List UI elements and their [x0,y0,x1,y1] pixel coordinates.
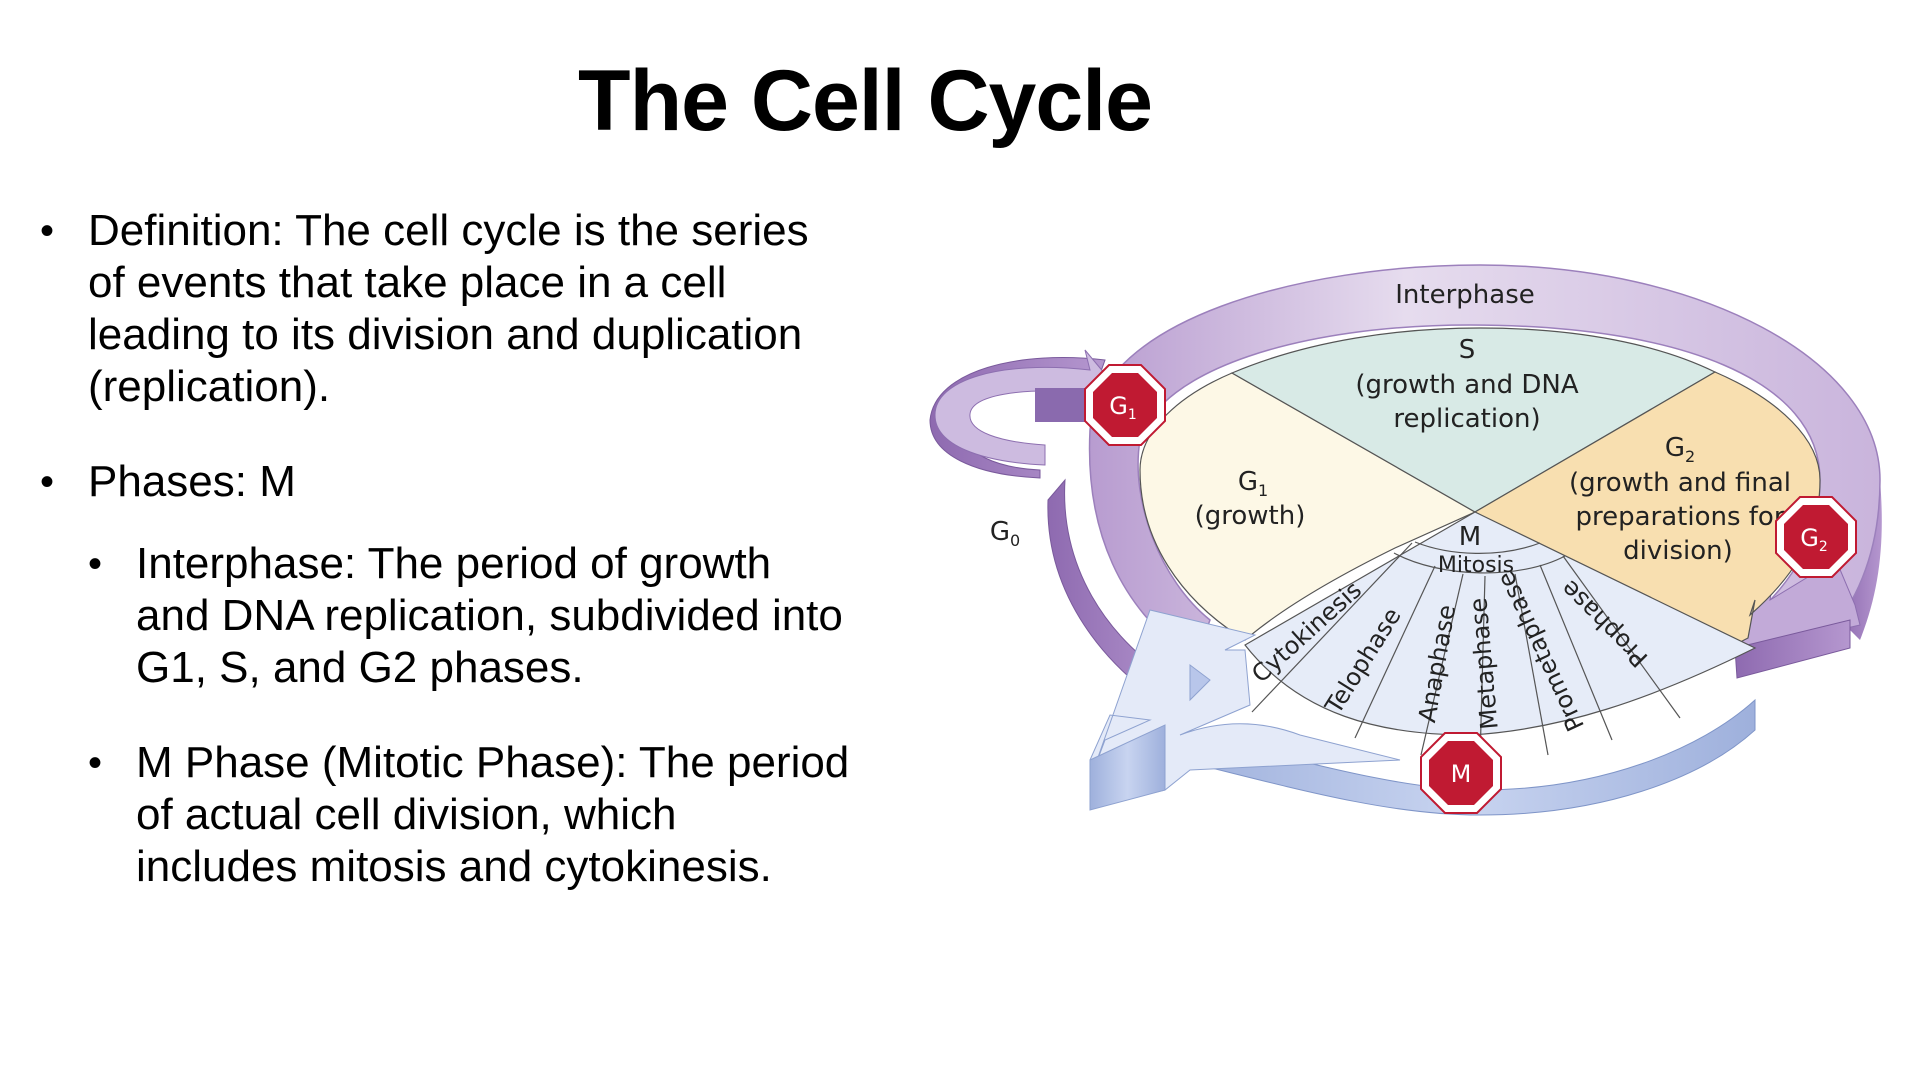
g1-letter: G [1238,467,1258,497]
g0-label: G0 [990,517,1020,550]
checkpoint-m: M [1420,732,1502,814]
bullet-line: includes mitosis and cytokinesis. [136,842,772,891]
bullet-line: leading to its division and duplication [88,310,803,359]
bullet-line: G1, S, and G2 phases. [136,643,584,692]
sub-bullet-m-phase: • M Phase (Mitotic Phase): The period of… [36,737,936,893]
g2-letter: G [1665,433,1685,463]
bullet-line: (replication). [88,362,331,411]
checkpoint-g2: G2 [1775,496,1857,578]
sector-s-desc-line: (growth and DNA [1355,370,1579,400]
mitosis-stage-dividers [1251,542,1681,761]
sector-g2-desc-line: division) [1623,536,1733,566]
bullet-phases: • Phases: M [36,456,936,508]
bullet-dot: • [88,542,103,586]
checkpoint-g1-letter: G [1109,392,1128,420]
bullet-dot: • [88,741,103,785]
g2-subscript: 2 [1685,447,1695,466]
g2-ring-arrowhead [1734,559,1861,679]
checkpoint-g1-sub: 1 [1128,407,1137,423]
checkpoint-m-label: M [1451,760,1472,788]
mitosis-label: Mitosis [1438,553,1514,578]
sector-g2-desc-line: preparations for [1575,502,1784,532]
bullet-line: of actual cell division, which [136,790,677,839]
bullet-line: Phases: M [88,457,296,506]
sub-bullet-interphase: • Interphase: The period of growth and D… [36,538,936,694]
m-phase-band-side [1174,698,1756,816]
checkpoint-g1: G1 [1084,364,1166,446]
bullet-definition: • Definition: The cell cycle is the seri… [36,205,936,413]
sector-m-name: M [1459,522,1481,552]
g0-subscript: 0 [1010,531,1020,550]
g0-letter: G [990,517,1010,547]
bullet-line: Interphase: The period of growth [136,539,772,588]
slide-title: The Cell Cycle [578,53,1153,149]
bullet-line: M Phase (Mitotic Phase): The period [136,738,850,787]
g1-subscript: 1 [1258,481,1268,500]
checkpoint-g2-letter: G [1800,524,1819,552]
mitosis-inner-arc [1414,541,1541,554]
mitosis-outer-arc [1393,552,1566,574]
bullet-dot: • [40,209,55,253]
sector-s [1230,327,1717,513]
phase-sectors [1139,327,1821,736]
division-exit-arrow [1089,609,1401,811]
sector-s-name: S [1459,335,1476,365]
bullet-line: Definition: The cell cycle is the series [88,206,809,255]
sector-g1-desc: (growth) [1195,501,1306,531]
bullet-line: of events that take place in a cell [88,258,727,307]
checkpoint-g2-label: G2 [1800,524,1828,555]
checkpoint-g2-sub: 2 [1819,539,1828,555]
sector-g2-desc-line: (growth and final [1569,468,1791,498]
sector-g2-name: G2 [1665,433,1695,466]
g0-loop-arrow [929,349,1111,479]
bullet-list: • Definition: The cell cycle is the seri… [36,205,936,893]
sector-g1-name: G1 [1238,467,1268,500]
ring-label-interphase: Interphase [1395,280,1534,310]
bullet-dot: • [40,460,55,504]
sector-s-desc-line: replication) [1393,404,1540,434]
bullet-line: and DNA replication, subdivided into [136,591,843,640]
checkpoint-g1-label: G1 [1109,392,1137,423]
